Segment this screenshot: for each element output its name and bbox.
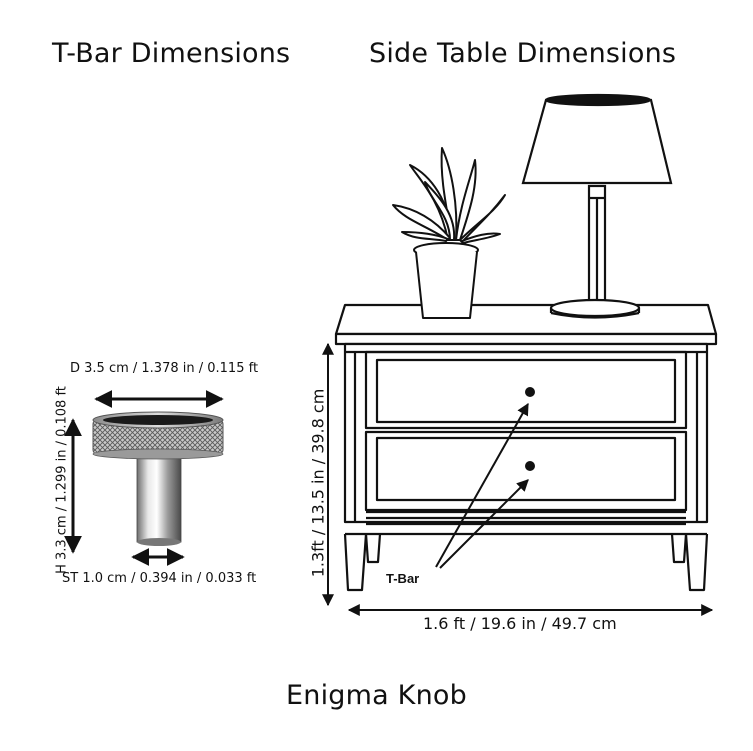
tbar-knob-illustration (92, 411, 224, 546)
tbar-callout-label: T-Bar (386, 571, 420, 586)
callout-arrow-bottom (439, 479, 529, 569)
tbar-dimensions-title: T-Bar Dimensions (52, 38, 291, 69)
side-table-dimensions-title: Side Table Dimensions (369, 38, 677, 69)
table-width-label: 1.6 ft / 19.6 in / 49.7 cm (423, 614, 617, 633)
table-height-label: 1.3ft / 13.5 in / 39.8 cm (308, 388, 328, 578)
drawer-knob-bottom (525, 461, 535, 471)
drawer-knob-top (525, 387, 535, 397)
knob-diameter-label: D 3.5 cm / 1.378 in / 0.115 ft (70, 361, 259, 376)
knob-height-label: H 3.3 cm / 1.299 in / 0.108 ft (54, 386, 70, 574)
product-name-footer: Enigma Knob (286, 680, 467, 711)
lamp-illustration (521, 93, 673, 319)
side-table-illustration (334, 303, 718, 592)
knob-stem-label: ST 1.0 cm / 0.394 in / 0.033 ft (62, 571, 257, 586)
callout-arrow-top (435, 402, 529, 568)
potted-plant-illustration (392, 147, 506, 319)
